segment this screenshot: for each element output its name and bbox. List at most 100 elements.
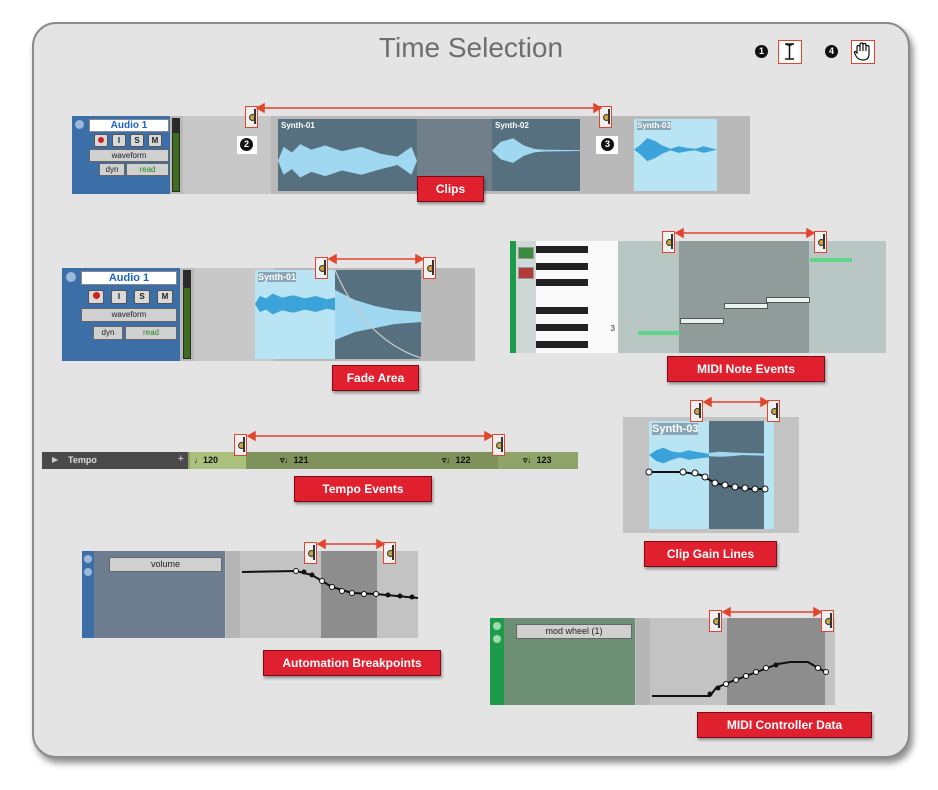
controller-parameter[interactable]: mod wheel (1) xyxy=(516,624,632,639)
add-tempo-icon[interactable]: + xyxy=(177,453,184,465)
level-meter xyxy=(172,118,180,192)
selection-start-marker[interactable] xyxy=(245,106,258,128)
track-header: Audio 1 I S M waveform dyn read xyxy=(72,116,170,194)
tool-number-1: 1 xyxy=(755,45,768,58)
label-clips: Clips xyxy=(417,176,484,202)
waveform xyxy=(255,293,335,315)
selection-end-marker[interactable] xyxy=(423,257,436,279)
midi-controller-panel: mod wheel (1) xyxy=(490,618,835,705)
selection-range-arrow xyxy=(703,396,769,408)
clips-track-panel: Audio 1 I S M waveform dyn read Synth-01… xyxy=(72,116,750,194)
tempo-event[interactable]: ▿♩122 xyxy=(442,455,471,465)
input-button[interactable]: I xyxy=(111,290,127,304)
midi-note[interactable] xyxy=(724,303,768,309)
clip-synth-01[interactable]: Synth-01 xyxy=(255,270,335,359)
record-button[interactable] xyxy=(88,290,104,304)
waveform xyxy=(709,451,764,457)
expand-icon[interactable]: ▶ xyxy=(52,455,59,464)
tempo-segment xyxy=(190,452,246,469)
i-beam-tool[interactable] xyxy=(778,40,802,64)
selection-end-marker[interactable] xyxy=(492,434,505,456)
add-lane-icon[interactable] xyxy=(84,568,92,576)
fade-area-clip[interactable] xyxy=(335,270,421,359)
selection-end-marker[interactable] xyxy=(814,231,827,253)
midi-note[interactable] xyxy=(766,297,810,303)
lane-scale xyxy=(636,618,650,705)
selection-start-marker[interactable] xyxy=(690,400,703,422)
label-clip-gain-lines: Clip Gain Lines xyxy=(644,541,777,567)
automation-mode[interactable]: read xyxy=(126,163,169,176)
grabber-tool[interactable] xyxy=(851,40,875,64)
clip-synth-02[interactable]: Synth-02 xyxy=(492,119,580,191)
midi-note[interactable] xyxy=(680,318,724,324)
black-key xyxy=(536,246,588,253)
i-beam-cursor-icon xyxy=(785,43,794,60)
mute-button[interactable]: M xyxy=(157,290,173,304)
octave-label: 3 xyxy=(610,324,615,333)
dyn-selector[interactable]: dyn xyxy=(93,326,123,340)
selection-start-marker[interactable] xyxy=(662,231,675,253)
add-lane-icon[interactable] xyxy=(493,635,501,643)
collapse-icon[interactable] xyxy=(66,272,76,282)
marker-number-3: 3 xyxy=(601,138,614,151)
collapse-icon[interactable] xyxy=(75,120,84,129)
tool-number-4: 4 xyxy=(825,45,838,58)
selection-start-marker[interactable] xyxy=(234,434,247,456)
piano-keyboard[interactable]: 3 xyxy=(536,241,618,353)
view-selector[interactable]: waveform xyxy=(81,308,177,322)
marker-number-2: 2 xyxy=(240,138,253,151)
note-grid xyxy=(618,241,679,353)
selection-end-marker[interactable] xyxy=(767,400,780,422)
automation-parameter[interactable]: volume xyxy=(109,557,222,572)
tempo-value: 123 xyxy=(536,455,552,465)
clip-synth-01[interactable]: Synth-01 xyxy=(278,119,417,191)
selection-start-marker[interactable] xyxy=(304,542,317,564)
tempo-event[interactable]: ▿♩123 xyxy=(523,455,552,465)
solo-button[interactable]: S xyxy=(134,290,150,304)
selected-clip-region[interactable] xyxy=(709,421,764,529)
track-name[interactable]: Audio 1 xyxy=(81,271,177,285)
tempo-ruler: ▶ Tempo + ♩120 ▿♩121 ▿♩122 ▿♩123 xyxy=(42,452,578,469)
clip-gain-line xyxy=(645,468,769,493)
note-tool-button[interactable] xyxy=(518,247,534,259)
tempo-event[interactable]: ▿♩121 xyxy=(280,455,309,465)
midi-note[interactable] xyxy=(638,331,680,335)
velocity-tool-button[interactable] xyxy=(518,267,534,279)
black-key xyxy=(536,341,588,348)
selection-start-marker[interactable] xyxy=(709,610,722,632)
level-meter xyxy=(183,270,191,359)
clip-synth-03[interactable]: Synth-03 xyxy=(634,119,717,191)
clip-name: Synth-01 xyxy=(258,272,297,282)
remove-lane-icon[interactable] xyxy=(84,555,92,563)
controller-line xyxy=(652,661,829,697)
view-selector[interactable]: waveform xyxy=(89,149,169,162)
waveform xyxy=(634,138,717,162)
clip-tail xyxy=(764,421,774,529)
selection-end-marker[interactable] xyxy=(599,106,612,128)
selection-start-marker[interactable] xyxy=(315,257,328,279)
selection-range-arrow xyxy=(722,606,822,618)
automation-line xyxy=(241,568,418,600)
clip-gain-panel: Synth-03 xyxy=(623,417,799,533)
automation-mode[interactable]: read xyxy=(125,326,177,340)
dyn-selector[interactable]: dyn xyxy=(99,163,125,176)
tempo-ruler-label: Tempo xyxy=(68,455,97,465)
midi-note[interactable] xyxy=(810,258,852,262)
tempo-value: 120 xyxy=(203,455,219,465)
clip-name: Synth-03 xyxy=(637,121,671,130)
mute-button[interactable]: M xyxy=(148,134,162,147)
selection-range-arrow xyxy=(675,227,815,239)
selection-end-marker[interactable] xyxy=(821,610,834,632)
selection-end-marker[interactable] xyxy=(383,542,396,564)
tempo-event[interactable]: ♩120 xyxy=(194,455,219,465)
label-midi-controller-data: MIDI Controller Data xyxy=(697,712,872,738)
selection-range-arrow xyxy=(328,253,424,265)
track-name[interactable]: Audio 1 xyxy=(89,119,169,132)
label-tempo-events: Tempo Events xyxy=(294,476,432,502)
input-button[interactable]: I xyxy=(112,134,126,147)
remove-lane-icon[interactable] xyxy=(493,622,501,630)
solo-button[interactable]: S xyxy=(130,134,144,147)
record-button[interactable] xyxy=(94,134,108,147)
clip-name: Synth-03 xyxy=(652,423,699,435)
track-header: Audio 1 I S M waveform dyn read xyxy=(62,268,180,361)
